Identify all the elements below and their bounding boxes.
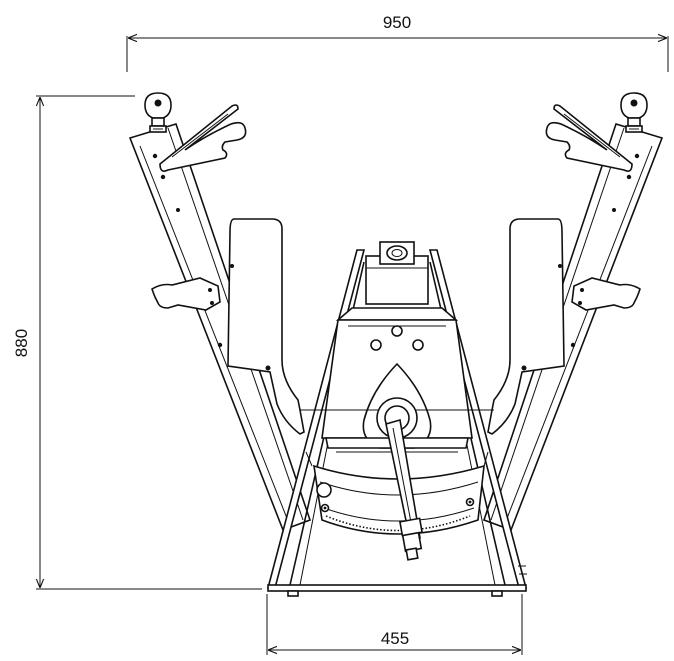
right-folding-handle <box>545 104 633 172</box>
dimension-overall-width: 950 <box>126 13 669 72</box>
left-scraper-bracket <box>151 277 221 311</box>
dimension-label-base-width: 455 <box>381 629 409 648</box>
left-dough-tray <box>227 218 305 435</box>
left-conveyor-arm <box>128 123 312 532</box>
right-adjustment-knob <box>620 92 648 133</box>
right-leg-foot <box>518 565 527 575</box>
dimension-base-width: 455 <box>266 594 523 655</box>
left-folding-handle <box>159 104 247 172</box>
dimension-overall-height: 880 <box>12 95 262 590</box>
left-adjustment-knob <box>144 92 172 133</box>
roller-head-box <box>365 241 429 305</box>
thickness-adjustment-lever <box>376 397 423 561</box>
right-scraper-bracket <box>571 277 641 311</box>
dimension-label-overall-width: 950 <box>383 13 411 32</box>
dimension-label-overall-height: 880 <box>12 329 31 357</box>
right-dough-tray <box>487 218 565 435</box>
